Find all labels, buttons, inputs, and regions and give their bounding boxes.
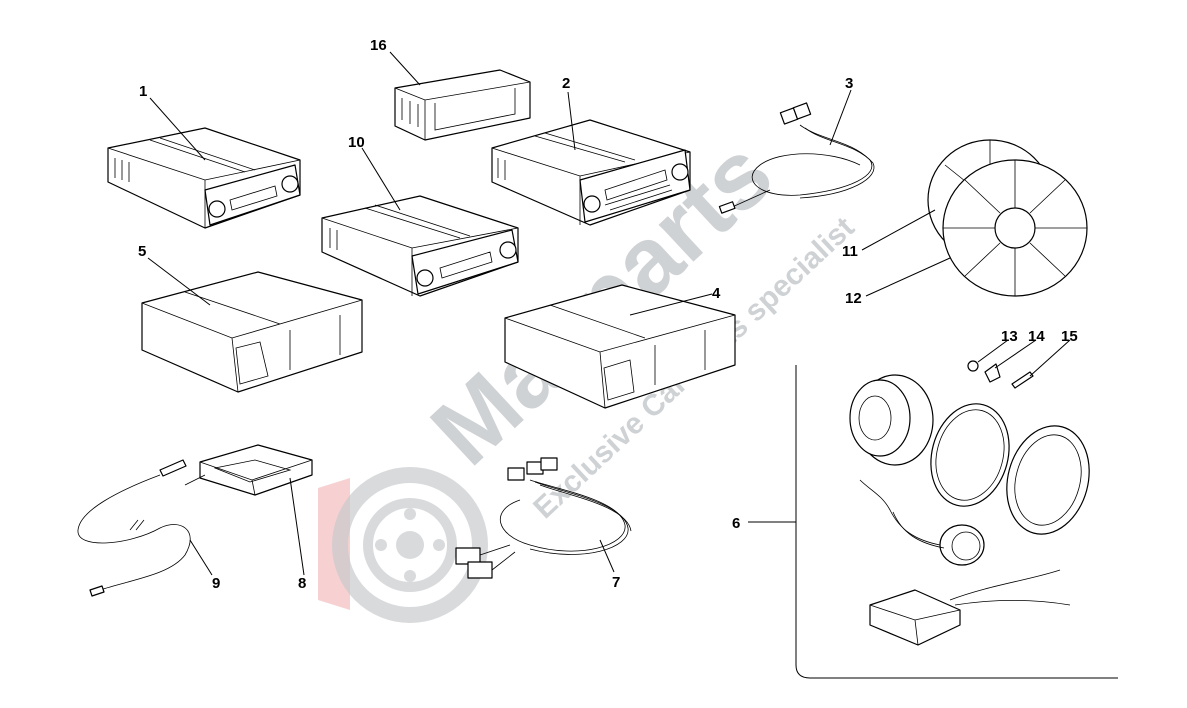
part-9-antenna-cable (77, 459, 191, 597)
part-4-cd-changer (504, 284, 736, 409)
callout-7: 7 (612, 574, 620, 591)
part-3-antenna-cable (718, 102, 875, 214)
part-6-speaker-kit (795, 360, 1118, 679)
callout-14: 14 (1028, 328, 1045, 345)
part-12-speaker-cover (942, 159, 1088, 297)
watermark-wheel-logo (318, 467, 488, 623)
callout-13: 13 (1001, 328, 1018, 345)
part-7-wiring-harness (455, 457, 632, 579)
callout-15: 15 (1061, 328, 1078, 345)
part-5-cd-changer (141, 271, 363, 393)
callout-labels: 1 2 3 4 5 6 7 8 9 10 11 12 13 14 15 16 (138, 37, 1078, 592)
callout-8: 8 (298, 575, 306, 592)
leader-lines (147, 51, 1071, 576)
callout-5: 5 (138, 243, 146, 260)
callout-10: 10 (348, 134, 365, 151)
callout-12: 12 (845, 290, 862, 307)
callout-1: 1 (139, 83, 147, 100)
callout-11: 11 (842, 243, 858, 260)
callout-6: 6 (732, 515, 740, 532)
part-16-mounting-frame (394, 69, 531, 141)
part-8-gps-antenna (184, 444, 313, 496)
callout-4: 4 (712, 285, 721, 302)
part-2-radio-cd-unit (491, 119, 691, 226)
callout-9: 9 (212, 575, 220, 592)
callout-3: 3 (845, 75, 853, 92)
part-1-radio-unit (107, 127, 301, 229)
part-10-radio-unit (321, 195, 519, 297)
callout-16: 16 (370, 37, 387, 54)
callout-2: 2 (562, 75, 570, 92)
